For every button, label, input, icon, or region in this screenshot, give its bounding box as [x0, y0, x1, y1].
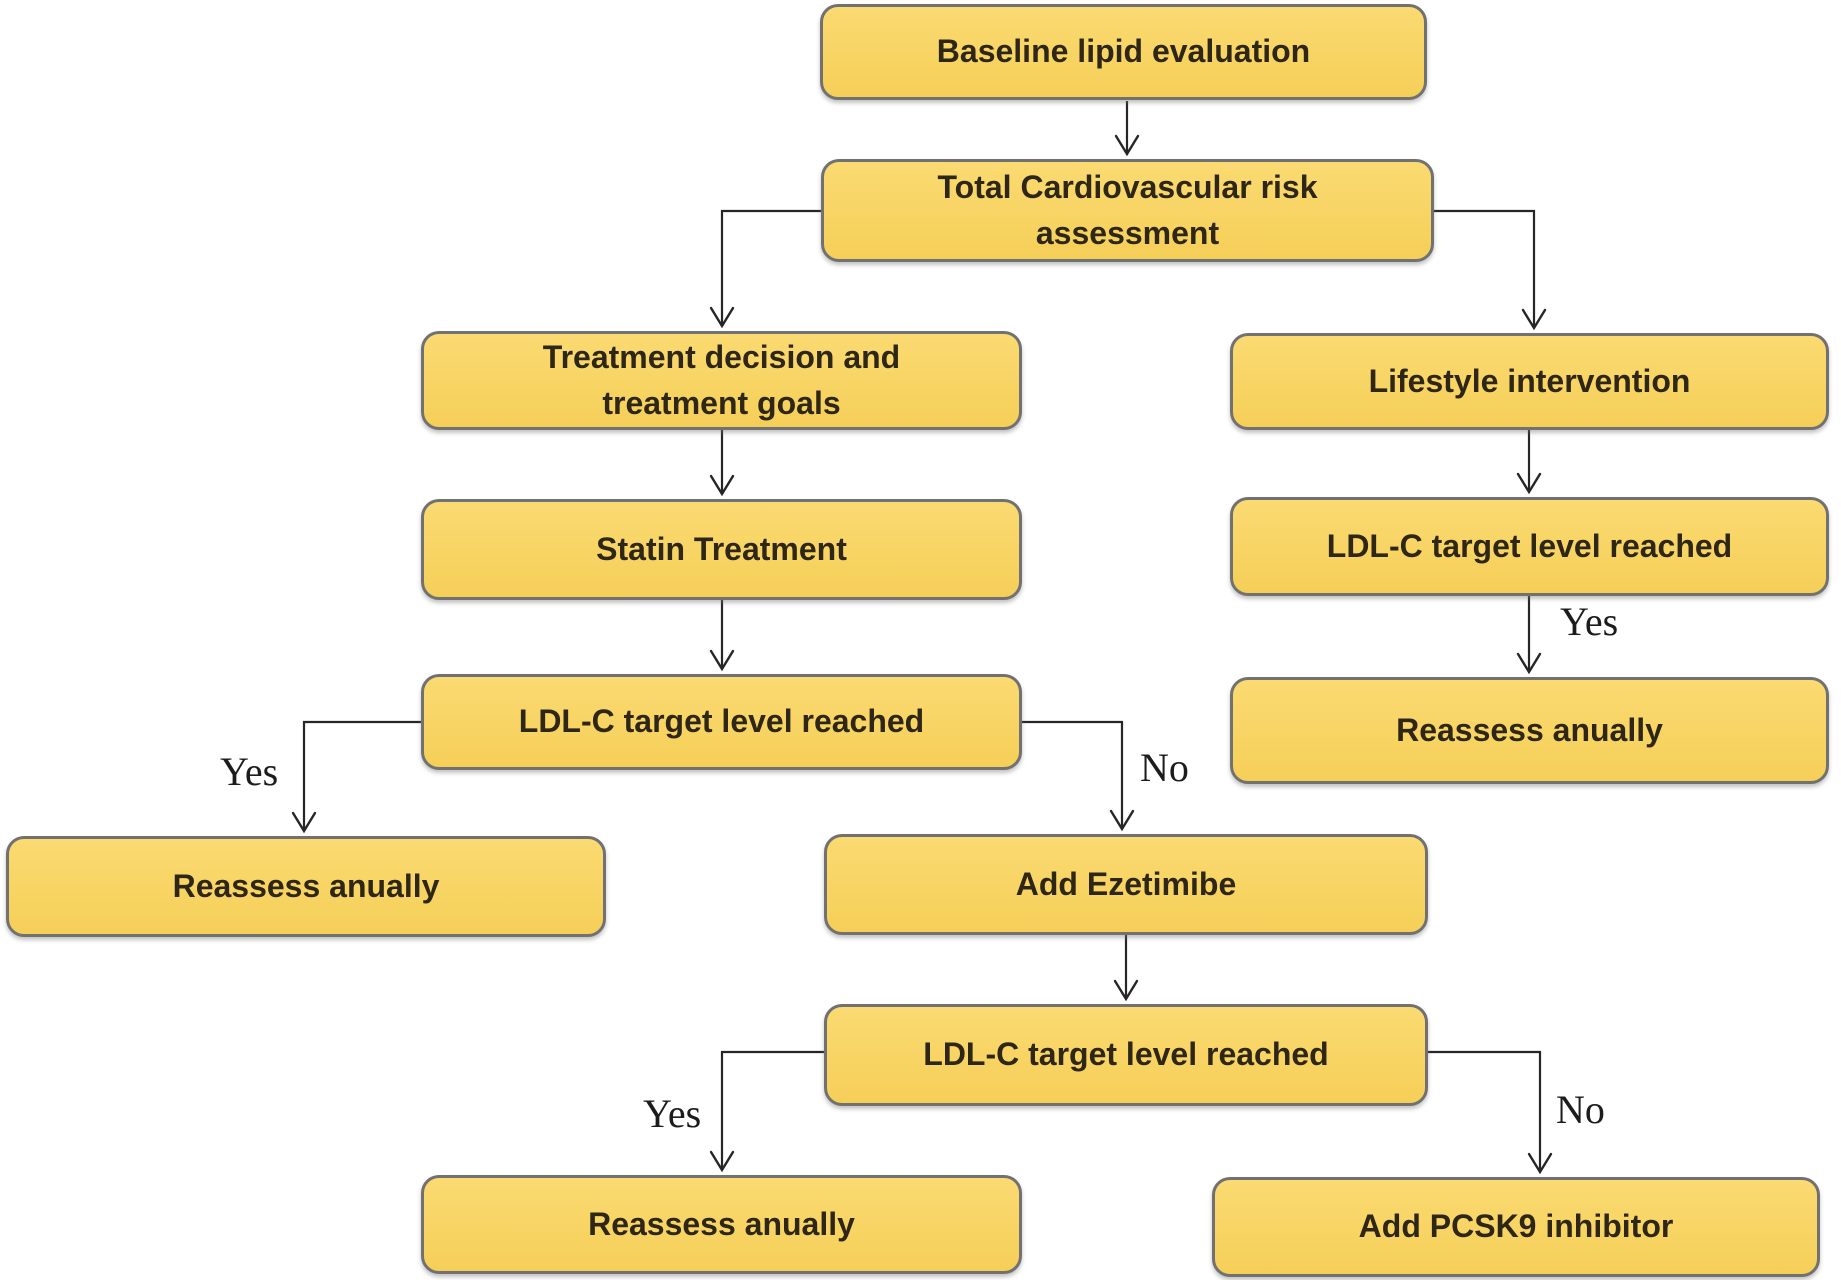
node-ldlc-right: LDL-C target level reached	[1230, 497, 1829, 596]
edge-label-no-upper: No	[1140, 745, 1189, 790]
node-pcsk9: Add PCSK9 inhibitor	[1212, 1177, 1820, 1277]
node-lifestyle: Lifestyle intervention	[1230, 333, 1829, 430]
edge-ldlc-bottom-to-pcsk9	[1428, 1050, 1553, 1175]
node-reassess-left: Reassess anually	[6, 836, 606, 937]
edge-ldlc-bottom-to-reassess-bottom	[709, 1050, 824, 1173]
edge-label-yes-right: Yes	[1560, 599, 1619, 644]
edge-ldlc-left-to-ezetimibe	[1022, 720, 1135, 832]
node-baseline-label: Baseline lipid evaluation	[936, 33, 1311, 70]
node-ldlc-right-label: LDL-C target level reached	[1326, 527, 1733, 564]
node-reassess-right-label: Reassess anually	[1396, 711, 1663, 748]
edge-risk-to-lifestyle	[1434, 209, 1547, 331]
edge-label-no-bottom: No	[1556, 1087, 1605, 1132]
node-risk-assessment: Total Cardiovascular risk assessment	[821, 159, 1434, 262]
node-reassess-bottom-label: Reassess anually	[588, 1205, 855, 1242]
node-reassess-left-label: Reassess anually	[172, 867, 440, 904]
edge-risk-to-treatment-decision	[709, 209, 821, 329]
node-statin-label: Statin Treatment	[596, 530, 847, 567]
node-ezetimibe-label: Add Ezetimibe	[1015, 865, 1237, 902]
edge-label-yes-bottom: Yes	[643, 1091, 702, 1136]
node-reassess-bottom: Reassess anually	[421, 1175, 1022, 1274]
node-ldlc-left-label: LDL-C target level reached	[518, 703, 925, 740]
node-statin: Statin Treatment	[421, 499, 1022, 600]
node-ldlc-left: LDL-C target level reached	[421, 674, 1022, 770]
node-ezetimibe: Add Ezetimibe	[824, 834, 1428, 935]
node-ldlc-bottom: LDL-C target level reached	[824, 1004, 1428, 1106]
node-ldlc-bottom-label: LDL-C target level reached	[923, 1036, 1329, 1073]
node-baseline: Baseline lipid evaluation	[820, 4, 1427, 100]
edge-ldlc-left-to-reassess-left	[291, 720, 421, 834]
node-risk-assessment-label: Total Cardiovascular risk assessment	[937, 169, 1318, 251]
node-treatment-decision: Treatment decision and treatment goals	[421, 331, 1022, 430]
node-lifestyle-label: Lifestyle intervention	[1368, 362, 1691, 399]
node-pcsk9-label: Add PCSK9 inhibitor	[1358, 1208, 1674, 1245]
edge-label-yes-left: Yes	[220, 749, 279, 794]
node-treatment-decision-label: Treatment decision and treatment goals	[542, 339, 901, 421]
node-reassess-right: Reassess anually	[1230, 677, 1829, 784]
